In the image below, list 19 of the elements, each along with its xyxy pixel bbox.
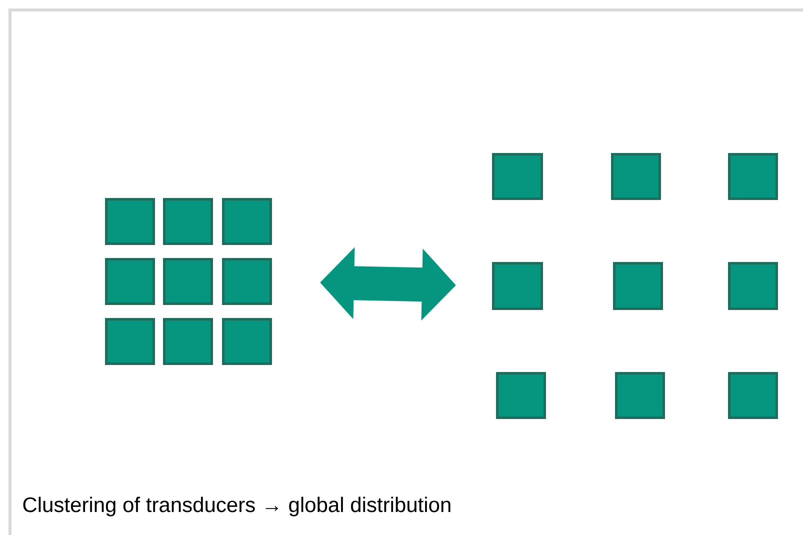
square xyxy=(163,198,213,245)
square xyxy=(105,258,155,305)
square xyxy=(613,262,663,310)
square xyxy=(728,262,778,310)
square xyxy=(611,153,661,200)
square xyxy=(222,258,272,305)
square xyxy=(222,198,272,245)
square xyxy=(492,262,543,310)
square xyxy=(105,318,155,365)
square xyxy=(496,372,546,419)
square xyxy=(105,198,155,245)
square xyxy=(163,318,213,365)
square xyxy=(728,372,778,419)
square xyxy=(728,153,778,200)
square xyxy=(615,372,665,419)
square xyxy=(163,258,213,305)
square xyxy=(492,153,543,200)
caption: Clustering of transducers → global distribution xyxy=(23,496,450,516)
square xyxy=(222,318,272,365)
